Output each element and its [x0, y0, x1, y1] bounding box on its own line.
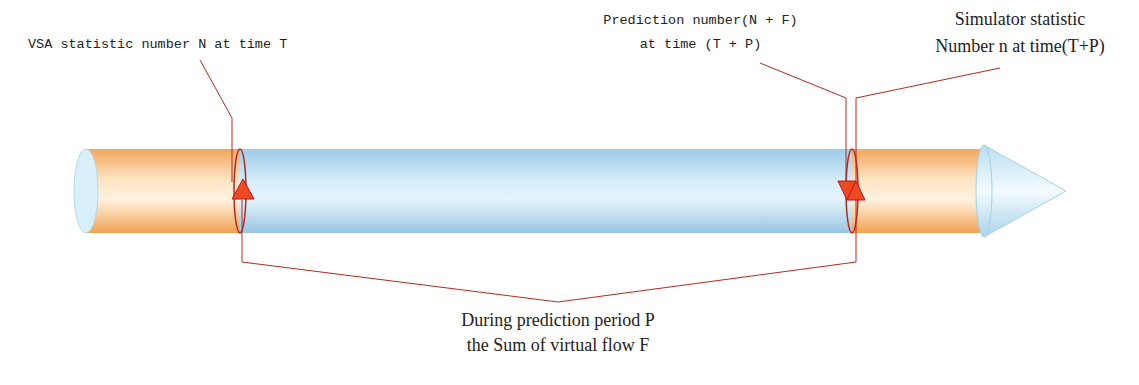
leader-line — [856, 68, 1000, 182]
measure-label: VSA statistic number N at time T — [28, 36, 328, 54]
leader-line — [200, 60, 232, 182]
bracket-line — [558, 200, 856, 302]
simulator-marker — [847, 181, 865, 200]
period-label: During prediction period P the Sum of vi… — [452, 308, 664, 358]
arrowhead-rim — [976, 145, 992, 237]
bracket-line — [242, 200, 558, 302]
pipe-segment-orange — [86, 149, 242, 233]
leader-line — [760, 63, 846, 182]
pipe-segment-blue — [240, 149, 854, 233]
measure-marker — [232, 179, 254, 199]
pipe-segment-orange — [852, 149, 984, 233]
pipe-end-face — [74, 149, 98, 233]
flow-arrowhead — [984, 145, 1066, 237]
prediction-label: Prediction number(N + F) at time (T + P) — [598, 9, 803, 57]
simulator-label: Simulator statistic Number n at time(T+P… — [930, 6, 1110, 60]
